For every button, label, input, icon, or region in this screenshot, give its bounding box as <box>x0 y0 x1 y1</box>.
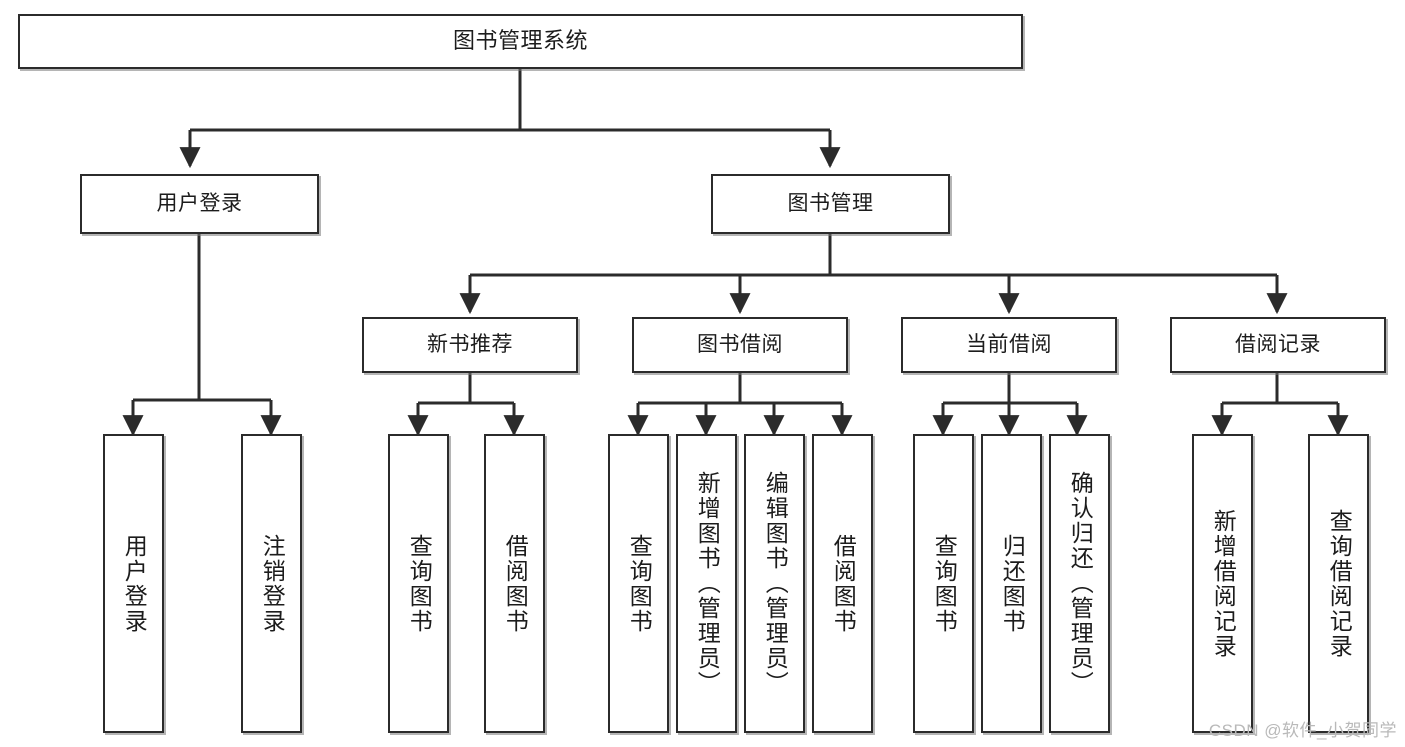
node-new-book-rec[interactable]: 新书推荐 <box>362 317 578 373</box>
node-leaf-query-record[interactable]: 查询借阅记录 <box>1308 434 1369 733</box>
node-leaf-confirm-return-label: 确认归还（管理员） <box>1067 471 1094 696</box>
node-user-login-label: 用户登录 <box>156 192 243 216</box>
node-leaf-borrow-book-1-label: 借阅图书 <box>502 533 529 634</box>
node-leaf-edit-book[interactable]: 编辑图书（管理员） <box>744 434 805 733</box>
node-current-borrow-label: 当前借阅 <box>966 333 1052 357</box>
node-current-borrow[interactable]: 当前借阅 <box>901 317 1117 373</box>
node-leaf-borrow-book-2[interactable]: 借阅图书 <box>812 434 873 733</box>
node-leaf-edit-book-label: 编辑图书（管理员） <box>762 471 789 696</box>
node-leaf-return-book-label: 归还图书 <box>999 533 1026 634</box>
node-leaf-confirm-return[interactable]: 确认归还（管理员） <box>1049 434 1110 733</box>
node-book-borrow[interactable]: 图书借阅 <box>632 317 848 373</box>
node-root[interactable]: 图书管理系统 <box>18 14 1023 69</box>
node-leaf-query-book-2[interactable]: 查询图书 <box>608 434 669 733</box>
node-leaf-user-login[interactable]: 用户登录 <box>103 434 164 733</box>
node-leaf-add-book[interactable]: 新增图书（管理员） <box>676 434 737 733</box>
node-leaf-return-book[interactable]: 归还图书 <box>981 434 1042 733</box>
node-leaf-query-book-3[interactable]: 查询图书 <box>913 434 974 733</box>
node-root-label: 图书管理系统 <box>452 28 588 54</box>
node-leaf-query-book-2-label: 查询图书 <box>626 533 653 634</box>
node-book-manage-label: 图书管理 <box>787 192 874 216</box>
node-leaf-add-book-label: 新增图书（管理员） <box>694 471 721 696</box>
node-borrow-record-label: 借阅记录 <box>1235 333 1321 357</box>
node-leaf-query-book-3-label: 查询图书 <box>931 533 958 634</box>
node-leaf-query-book-1[interactable]: 查询图书 <box>388 434 449 733</box>
node-borrow-record[interactable]: 借阅记录 <box>1170 317 1386 373</box>
node-user-login[interactable]: 用户登录 <box>80 174 319 234</box>
node-new-book-rec-label: 新书推荐 <box>427 333 513 357</box>
node-leaf-borrow-book-2-label: 借阅图书 <box>830 533 857 634</box>
node-leaf-user-logout[interactable]: 注销登录 <box>241 434 302 733</box>
node-book-borrow-label: 图书借阅 <box>697 333 783 357</box>
node-leaf-user-login-label: 用户登录 <box>121 533 148 634</box>
node-leaf-query-record-label: 查询借阅记录 <box>1326 508 1353 659</box>
node-leaf-query-book-1-label: 查询图书 <box>406 533 433 634</box>
node-book-manage[interactable]: 图书管理 <box>711 174 950 234</box>
node-leaf-add-record[interactable]: 新增借阅记录 <box>1192 434 1253 733</box>
node-leaf-add-record-label: 新增借阅记录 <box>1210 508 1237 659</box>
csdn-watermark: CSDN @软件_小贺同学 <box>1208 721 1397 740</box>
node-leaf-borrow-book-1[interactable]: 借阅图书 <box>484 434 545 733</box>
node-leaf-user-logout-label: 注销登录 <box>259 533 286 634</box>
